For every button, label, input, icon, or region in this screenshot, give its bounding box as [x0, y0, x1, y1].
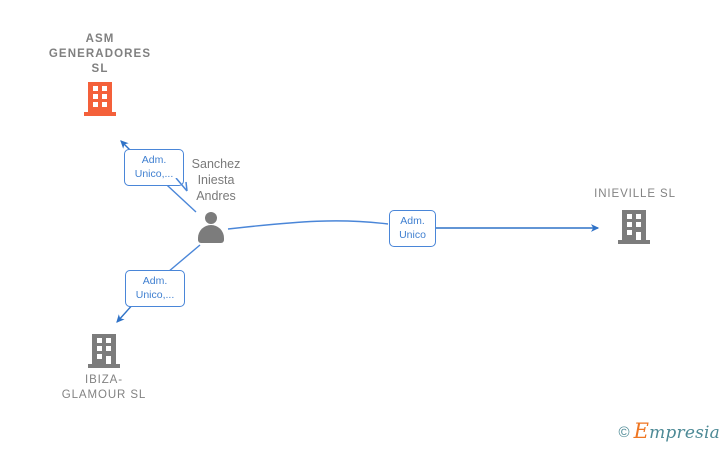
building-window: [106, 346, 111, 351]
building-base: [88, 364, 120, 368]
building-body: [622, 210, 646, 240]
building-base: [618, 240, 650, 244]
edge-label-tail-asm: [175, 178, 188, 192]
edge-label-person-to-ibiza[interactable]: Adm. Unico,...: [125, 270, 185, 307]
building-window: [93, 86, 98, 91]
person-torso: [198, 225, 224, 243]
building-window: [102, 102, 107, 107]
brand-rest: mpresia: [649, 423, 720, 443]
building-window: [93, 94, 98, 99]
building-window: [93, 102, 98, 107]
node-title-asm: ASM GENERADORES SL: [48, 33, 152, 75]
copyright-icon: ©: [618, 424, 630, 441]
building-window: [102, 86, 107, 91]
building-body: [88, 82, 112, 112]
building-door: [106, 356, 111, 364]
empresia-watermark: © Empresia: [618, 421, 720, 443]
building-icon-asm[interactable]: [84, 82, 116, 116]
building-window: [636, 214, 641, 219]
building-icon-ibiza-glamour[interactable]: [88, 334, 120, 368]
empresia-logo-text: Empresia: [634, 421, 720, 443]
node-title-ibiza-glamour: IBIZA- GLAMOUR SL: [61, 374, 147, 401]
person-name-label: Sanchez Iniesta Andres: [191, 157, 241, 203]
building-window: [106, 338, 111, 343]
node-title-inieville: INIEVILLE SL: [594, 188, 676, 200]
brand-initial: E: [633, 419, 650, 443]
building-window: [627, 222, 632, 227]
building-base: [84, 112, 116, 116]
building-window: [636, 222, 641, 227]
building-window: [97, 346, 102, 351]
building-body: [92, 334, 116, 364]
building-window: [627, 230, 632, 235]
building-window: [627, 214, 632, 219]
person-icon-sanchez-iniesta-andres[interactable]: [196, 212, 226, 244]
edge-label-person-to-inieville[interactable]: Adm. Unico: [389, 210, 436, 247]
edge-label-person-to-asm[interactable]: Adm. Unico,...: [124, 149, 184, 186]
building-door: [636, 232, 641, 240]
person-head: [205, 212, 217, 224]
building-icon-inieville[interactable]: [618, 210, 650, 244]
building-window: [102, 94, 107, 99]
building-window: [97, 338, 102, 343]
building-window: [97, 354, 102, 359]
